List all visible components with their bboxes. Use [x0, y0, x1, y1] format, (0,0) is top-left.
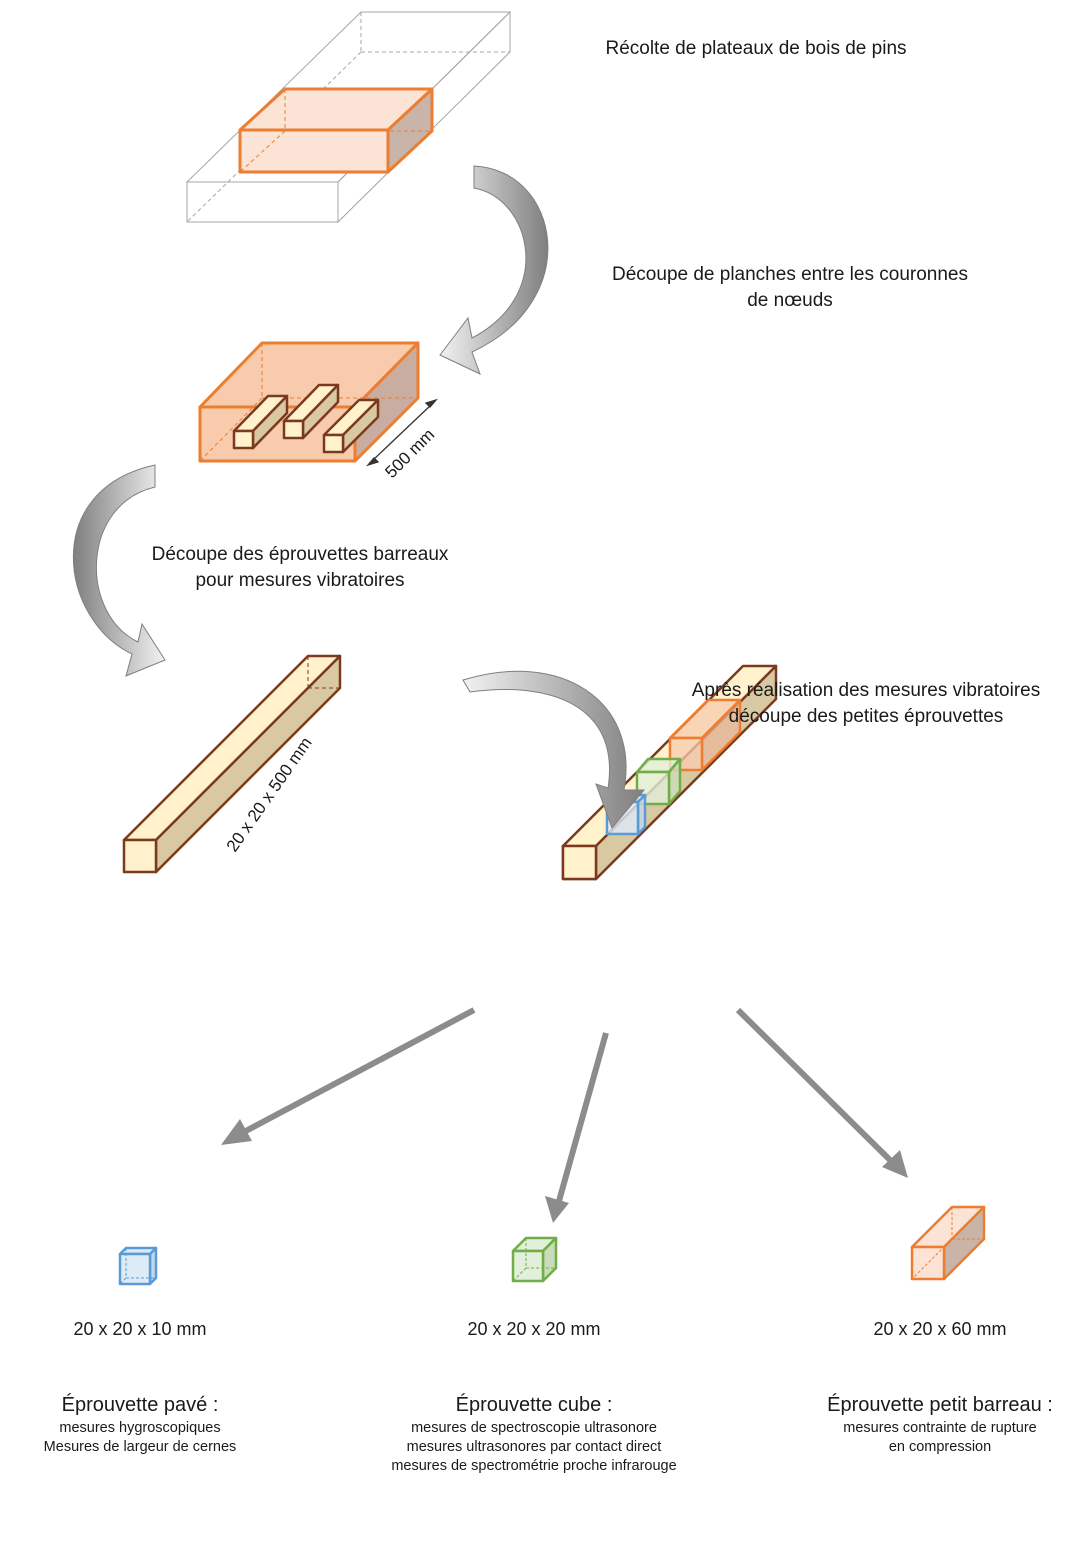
specimen-prism-measure-2: en compression	[888, 1438, 992, 1455]
specimen-prism-size: 20 x 20 x 60 mm	[873, 1319, 1007, 1339]
specimen-block-title: Éprouvette pavé :	[61, 1394, 219, 1416]
specimen-block-measure-2: Mesures de largeur de cernes	[43, 1438, 237, 1455]
arrow-to-cube-specimen	[545, 1032, 609, 1223]
plank-length-label: 500 mm	[381, 425, 438, 482]
step3-label: Découpe des éprouvettes barreaux pour me…	[120, 542, 480, 593]
specimen-cube-measure-3: mesures de spectrométrie proche infrarou…	[391, 1457, 677, 1474]
plank-bar-3	[322, 398, 380, 454]
arrow-to-prism-specimen	[735, 1007, 908, 1178]
vibration-bar	[122, 654, 342, 874]
specimen-block-measure-1: mesures hygroscopiques	[59, 1420, 221, 1436]
step2-label-line1: Découpe de planches entre les couronnes	[612, 264, 968, 285]
specimen-block-description: Éprouvette pavé : mesures hygroscopiques…	[0, 1392, 280, 1457]
specimen-cube-size: 20 x 20 x 20 mm	[467, 1319, 601, 1339]
specimen-cube-title: Éprouvette cube :	[455, 1394, 613, 1416]
specimen-cube-description: Éprouvette cube : mesures de spectroscop…	[334, 1392, 734, 1476]
step4-label-line1: Après réalisation des mesures vibratoire…	[691, 680, 1041, 701]
curved-arrow-step3-to-step4	[462, 670, 646, 829]
specimen-block-size: 20 x 20 x 10 mm	[73, 1319, 207, 1339]
step4-label: Après réalisation des mesures vibratoire…	[650, 678, 1082, 729]
step3-label-line2: pour mesures vibratoires	[195, 569, 405, 591]
specimen-prism-orange-in-bar	[668, 698, 742, 772]
specimen-cube-green-in-bar	[635, 757, 682, 806]
specimen-prism-measure-1: mesures contrainte de rupture	[843, 1420, 1037, 1436]
plank-length-dimension-arrow	[366, 398, 438, 467]
step4-label-line2: découpe des petites éprouvettes	[728, 705, 1004, 727]
specimen-prism-orange	[910, 1205, 986, 1281]
specimen-prism-description: Éprouvette petit barreau : mesures contr…	[800, 1392, 1080, 1457]
step3-label-line1: Découpe des éprouvettes barreaux	[151, 544, 449, 565]
curved-arrow-step1-to-step2	[439, 165, 549, 375]
specimen-cube-measure-2: mesures ultrasonores par contact direct	[406, 1438, 662, 1455]
specimen-block-blue	[118, 1246, 158, 1286]
plank-board-orange	[238, 87, 434, 174]
specimen-cube-measure-1: mesures de spectroscopie ultrasonore	[411, 1420, 657, 1436]
specimen-cube-green	[511, 1236, 558, 1283]
step1-label: Récolte de plateaux de bois de pins	[605, 38, 907, 59]
step2-label-line2: de nœuds	[747, 289, 833, 311]
plank-bar-1	[232, 394, 289, 450]
curved-arrow-step2-to-step3	[73, 464, 166, 677]
specimen-prism-title: Éprouvette petit barreau :	[827, 1394, 1053, 1416]
plank-bar-2	[282, 383, 340, 440]
step2-label: Découpe de planches entre les couronnes …	[560, 262, 1020, 313]
plank-with-bars	[198, 341, 420, 463]
arrow-to-block-specimen	[221, 1007, 476, 1145]
